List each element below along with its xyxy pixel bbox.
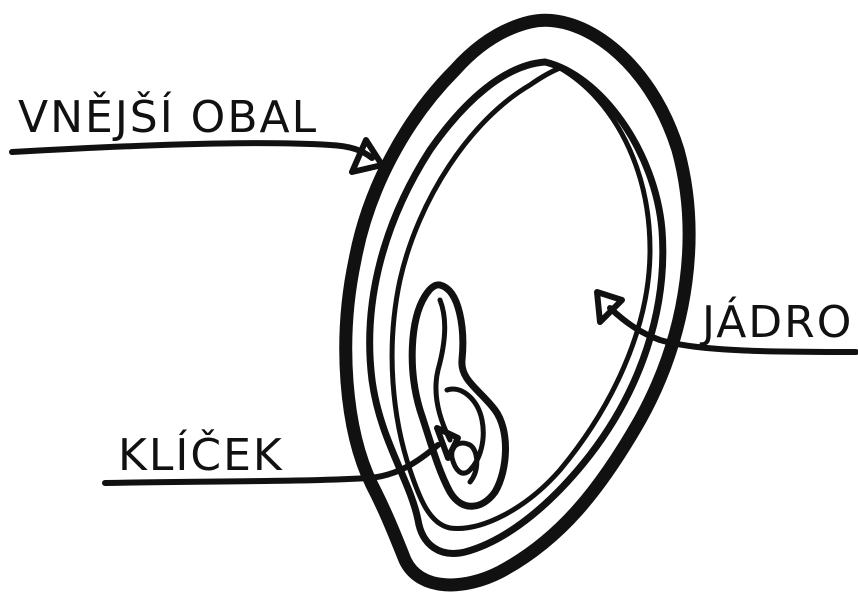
arrow-endosperm-line	[607, 305, 858, 355]
arrow-outer-coat-line	[9, 140, 375, 161]
seed-outer-coat	[339, 13, 696, 592]
seed-coat-inner-line	[366, 58, 667, 557]
label-outer-coat: VNĚJŠÍ OBAL	[18, 90, 318, 143]
arrow-endosperm-head	[594, 289, 625, 325]
embryo-outer	[408, 281, 509, 510]
arrow-embryo-head	[434, 425, 461, 461]
endosperm-boundary	[389, 65, 653, 531]
label-embryo: KLÍČEK	[118, 428, 284, 481]
arrow-outer-coat-head	[349, 137, 385, 175]
arrow-embryo-line	[102, 442, 441, 486]
label-endosperm: JÁDRO	[699, 295, 853, 348]
embryo-inner	[433, 297, 486, 485]
